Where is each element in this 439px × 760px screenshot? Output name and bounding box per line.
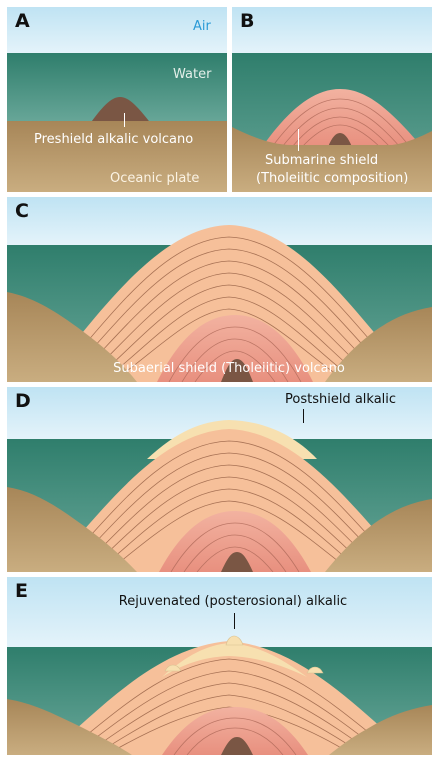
preshield-leader-line (124, 113, 125, 127)
panel-d-letter: D (15, 390, 31, 412)
panel-b-letter: B (240, 10, 254, 32)
rejuvenated-leader-line (234, 613, 235, 629)
preshield-label: Preshield alkalic volcano (34, 132, 193, 147)
postshield-leader-line (303, 409, 304, 423)
panel-d: D Postshield alkalic (7, 387, 432, 572)
tholeiitic-composition-label: (Tholeiitic composition) (256, 171, 408, 186)
subaerial-shield-label: Subaerial shield (Tholeiitic) volcano (113, 361, 345, 376)
submarine-leader-line (298, 129, 299, 151)
panel-a: A Air Water Preshield alkalic volcano Oc… (7, 7, 227, 192)
panel-e-letter: E (15, 580, 28, 602)
panel-e: E Rejuvenated (posterosional) alkalic (7, 577, 432, 755)
water-label: Water (173, 67, 211, 82)
panel-d-art (7, 387, 432, 572)
panel-c-letter: C (15, 200, 29, 222)
submarine-shield-label: Submarine shield (265, 153, 378, 168)
panel-b: B Submarine shield (Tholeiitic compositi… (232, 7, 432, 192)
air-label: Air (193, 19, 211, 34)
panel-c: C Subaerial shield (Tholeiitic) volcano (7, 197, 432, 382)
postshield-label: Postshield alkalic (285, 392, 396, 407)
rejuvenated-label: Rejuvenated (posterosional) alkalic (119, 594, 347, 609)
panel-a-letter: A (15, 10, 30, 32)
panel-c-art (7, 197, 432, 382)
oceanic-plate-label: Oceanic plate (110, 171, 199, 186)
panel-a-art (7, 7, 227, 192)
